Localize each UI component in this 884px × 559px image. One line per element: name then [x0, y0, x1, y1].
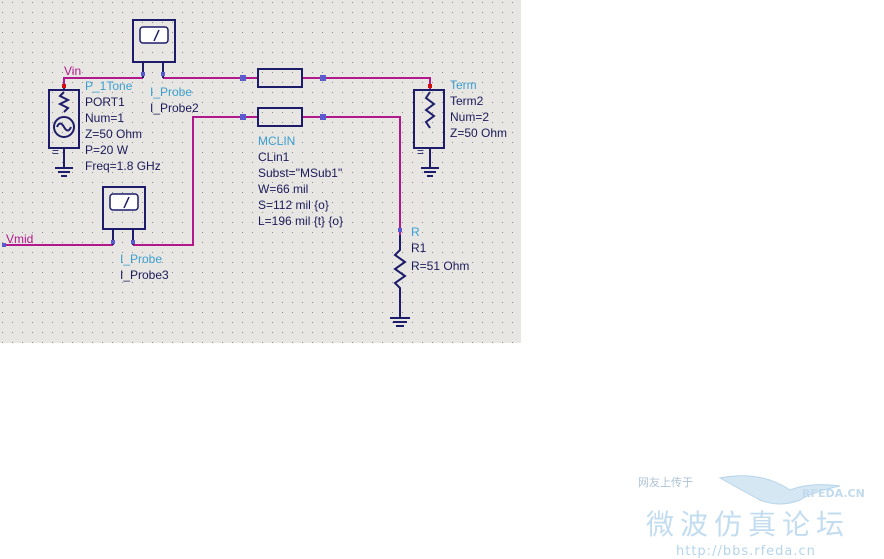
port1-z-label: Z=50 Ohm [85, 127, 142, 141]
port1-freq-label: Freq=1.8 GHz [85, 159, 161, 173]
term2-name-label: Term2 [450, 94, 484, 108]
mclin-name-label: CLin1 [258, 150, 290, 164]
watermark: 网友上传于 RFEDA.CN 微波仿真论坛 http://bbs.rfeda.c… [638, 475, 865, 559]
probe3-type-label: I_Probe [120, 252, 162, 266]
net-label-vin: Vin [64, 64, 81, 78]
mclin-symbol[interactable] [240, 68, 326, 127]
wire-probe3-to-line2 [133, 116, 258, 246]
watermark-url: http://bbs.rfeda.cn [676, 544, 816, 559]
term2-type-label: Term [450, 78, 477, 92]
pins [2, 72, 432, 247]
probe2-name-label: I_Probe2 [150, 101, 199, 115]
watermark-brand: RFEDA.CN [802, 487, 865, 500]
probe3-name-label: I_Probe3 [120, 268, 169, 282]
net-label-vmid: Vmid [6, 232, 33, 246]
labels: Vin Vmid P_1Tone PORT1 Num=1 Z=50 Ohm P=… [6, 64, 507, 282]
resistor-symbol[interactable] [390, 235, 410, 327]
term2-z-label: Z=50 Ohm [450, 126, 507, 140]
probe3-symbol[interactable] [102, 186, 146, 245]
mclin-length-label: L=196 mil {t} {o} [258, 214, 343, 228]
probe2-type-label: I_Probe [150, 85, 192, 99]
port1-name-label: PORT1 [85, 95, 125, 109]
watermark-small-text: 网友上传于 [638, 475, 693, 489]
watermark-chinese-title: 微波仿真论坛 [646, 508, 850, 541]
svg-text:=: = [52, 145, 59, 159]
port1-type-label: P_1Tone [85, 79, 133, 93]
term2-num-label: Num=2 [450, 110, 489, 124]
resistor-value-label: R=51 Ohm [411, 259, 469, 273]
watermark-bird-icon [718, 475, 841, 505]
resistor-name-label: R1 [411, 241, 427, 255]
port1-num-label: Num=1 [85, 111, 124, 125]
svg-text:=: = [417, 145, 424, 159]
probe2-symbol[interactable] [132, 19, 176, 78]
mclin-spacing-label: S=112 mil {o} [258, 198, 329, 212]
resistor-type-label: R [411, 225, 420, 239]
mclin-subst-label: Subst="MSub1" [258, 166, 342, 180]
mclin-type-label: MCLIN [258, 134, 295, 148]
mclin-width-label: W=66 mil [258, 182, 308, 196]
port1-power-label: P=20 W [85, 143, 129, 157]
wire-line2-to-resistor [302, 116, 401, 235]
term2-symbol[interactable]: = [413, 89, 445, 177]
